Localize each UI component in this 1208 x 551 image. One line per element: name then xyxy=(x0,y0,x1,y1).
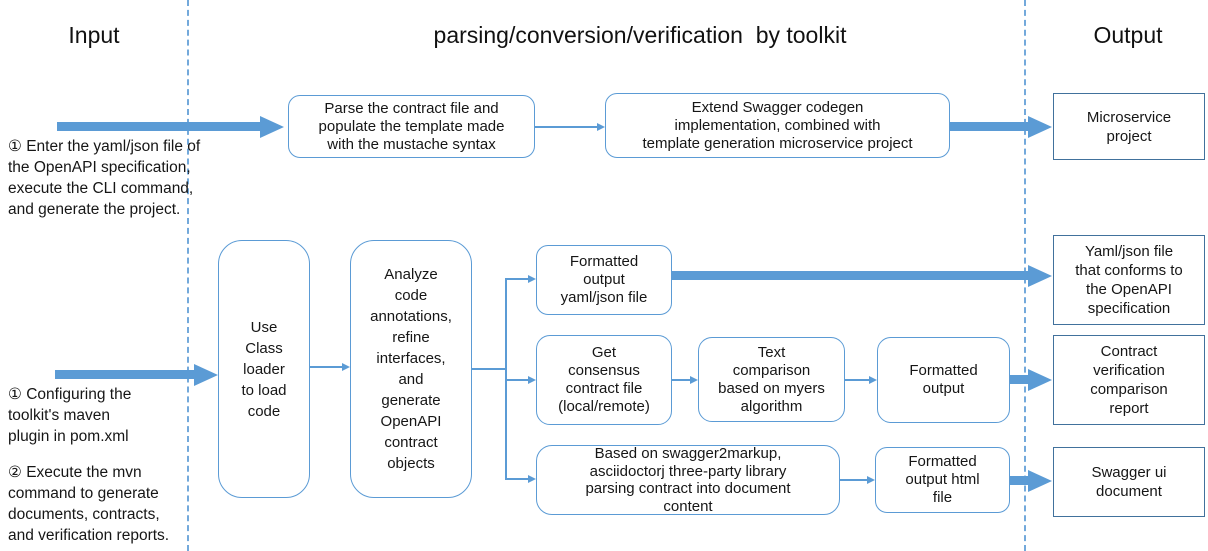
connector-parse-to-extend xyxy=(535,126,597,128)
box-analyze-code: Analyze code annotations, refine interfa… xyxy=(350,240,472,498)
toolkit-column-header: parsing/conversion/verification by toolk… xyxy=(433,22,847,48)
box-get-consensus: Get consensus contract file (local/remot… xyxy=(536,335,672,425)
arrow-extend-to-microservice xyxy=(950,122,1028,131)
output-box-microservice-project: Microservice project xyxy=(1053,93,1205,160)
connector-classloader-to-analyze xyxy=(310,366,342,368)
output-column-header: Output xyxy=(1093,22,1163,48)
annotation-enter-yaml: ① Enter the yaml/json file of the OpenAP… xyxy=(8,138,201,218)
connector-textcomp-to-formatted xyxy=(845,379,869,381)
connector-swagger2markup-to-html xyxy=(840,479,867,481)
connector-branch-to-consensus xyxy=(505,379,528,381)
arrow-input-to-parse xyxy=(57,122,260,131)
arrow-html-to-swaggerui xyxy=(1010,476,1028,485)
connector-consensus-to-textcomp xyxy=(672,379,690,381)
box-formatted-yaml: Formatted output yaml/json file xyxy=(536,245,672,315)
box-swagger2markup: Based on swagger2markup, asciidoctorj th… xyxy=(536,445,840,515)
output-box-yaml-json-file: Yaml/json file that conforms to the Open… xyxy=(1053,235,1205,325)
arrow-input-to-classloader xyxy=(55,370,194,379)
annotation-configure-maven: ① Configuring the toolkit's maven plugin… xyxy=(8,386,132,445)
box-formatted-output: Formatted output xyxy=(877,337,1010,423)
box-extend-swagger: Extend Swagger codegen implementation, c… xyxy=(605,93,950,158)
box-text-comparison: Text comparison based on myers algorithm xyxy=(698,337,845,422)
output-box-swagger-ui: Swagger ui document xyxy=(1053,447,1205,517)
connector-branch-to-yaml xyxy=(505,278,528,280)
box-class-loader: Use Class loader to load code xyxy=(218,240,310,498)
box-parse-contract: Parse the contract file and populate the… xyxy=(288,95,535,158)
box-formatted-html: Formatted output html file xyxy=(875,447,1010,513)
connector-branch-to-swagger2markup xyxy=(505,478,528,480)
input-column-header: Input xyxy=(68,22,120,48)
annotation-execute-mvn: ② Execute the mvn command to generate do… xyxy=(8,464,170,544)
connector-analyze-stub xyxy=(472,368,505,370)
column-divider-left xyxy=(187,0,189,551)
arrow-formatted-to-report xyxy=(1010,375,1028,384)
arrow-yaml-to-output xyxy=(672,271,1028,280)
output-box-contract-report: Contract verification comparison report xyxy=(1053,335,1205,425)
